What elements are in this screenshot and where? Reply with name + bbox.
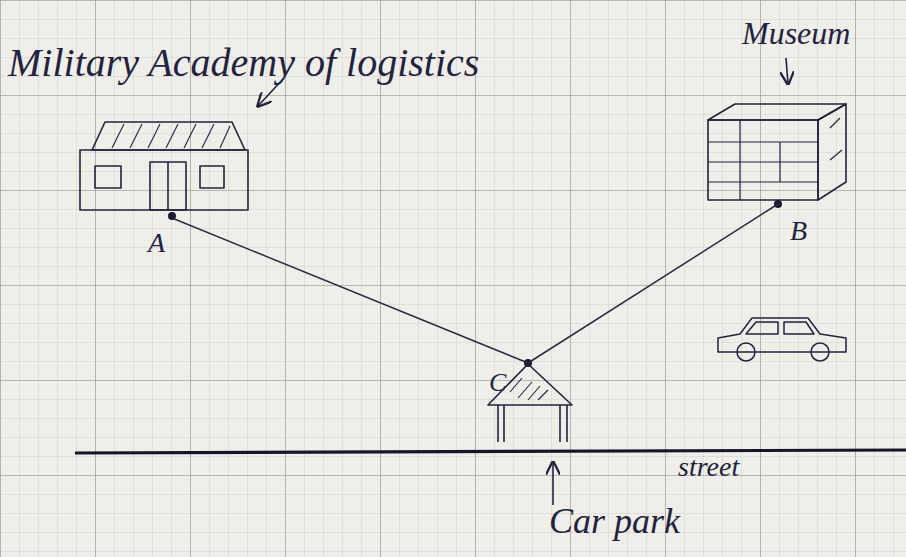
front-wall [708,120,818,200]
pointer-arrow [552,462,554,505]
sight-line [172,218,528,363]
car-park-shelter [488,364,572,442]
point-dot [168,212,176,220]
side-wall [818,104,846,200]
car-sketch [718,318,846,361]
sight-line [528,204,778,363]
window [95,166,121,188]
museum-building [708,104,846,200]
shelter-posts [498,405,567,442]
shelter-roof [488,364,572,405]
point-letter: C [489,369,506,398]
roof-hatch [510,378,548,400]
academy-building: Military Academy of logisticsA [78,118,252,218]
roof [708,104,846,120]
car-windows [746,322,814,334]
academy-building [80,122,248,210]
place-name: Museum [742,16,850,51]
door [150,162,186,210]
car-park-shelter: CCar park [483,363,575,443]
place-name: Car park [549,502,680,542]
window [200,166,224,188]
door-split [167,162,169,210]
point-dot [524,359,532,367]
place-name: Military Academy of logistics [8,41,479,85]
roof-hatch [112,124,230,148]
museum-building: MuseumB [700,100,850,204]
point-dot [774,200,782,208]
facade-lines [708,120,818,200]
car-wheel [811,343,829,361]
point-letter: B [790,216,807,247]
car-wheel [737,343,755,361]
wall [80,150,248,210]
point-letter: A [148,228,165,259]
side-lines [830,118,842,160]
street-name: street [678,452,739,483]
street-line [75,450,906,453]
roof [92,122,245,150]
pointer-arrow [786,58,788,84]
